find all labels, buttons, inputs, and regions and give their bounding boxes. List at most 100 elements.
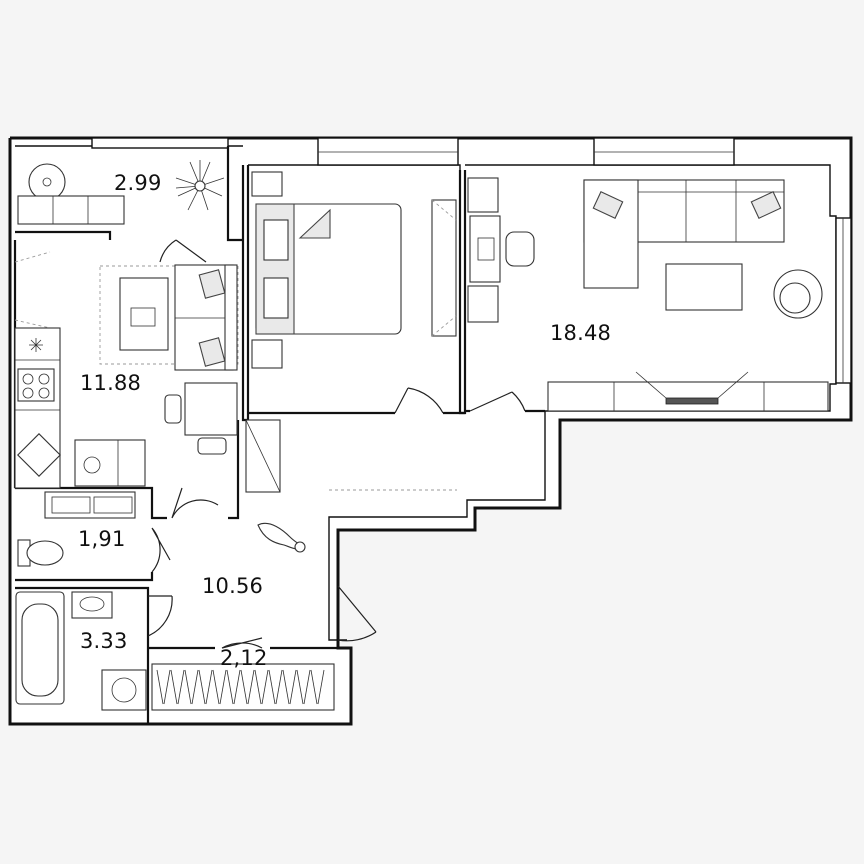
- dresser-icon: [431, 199, 457, 337]
- tv-stand-icon: [547, 381, 829, 412]
- hanger: [212, 669, 220, 705]
- sofa-back: [224, 264, 238, 371]
- plant-icon: [175, 160, 225, 211]
- bathtub-inner: [21, 603, 59, 697]
- cushion-icon: [750, 191, 782, 219]
- area-kitchen: 11.88: [80, 371, 141, 395]
- bedroom-furniture: [251, 171, 457, 369]
- hall-furniture: [245, 419, 457, 553]
- wall-kitchen-bottom-2: [228, 420, 240, 520]
- cushion-icon: [592, 191, 624, 219]
- toilet-icon: [17, 539, 64, 567]
- desk-chair-icon: [505, 231, 535, 267]
- dishwasher-icon: [83, 456, 101, 474]
- window-living-side: [835, 217, 852, 384]
- shelf-section: [51, 496, 91, 514]
- tv-view-line: [717, 371, 749, 399]
- coffee-table-icon: [665, 263, 743, 311]
- hanger: [226, 669, 234, 705]
- area-toilet: 1,91: [78, 527, 126, 551]
- area-living: 18.48: [550, 321, 611, 345]
- washing-machine-door: [111, 677, 137, 703]
- hanger: [240, 669, 248, 705]
- dining-table-icon: [184, 382, 238, 436]
- pillow-icon: [263, 277, 289, 319]
- sink-bowl: [79, 596, 105, 612]
- hanger: [310, 669, 318, 705]
- chair-icon: [164, 394, 182, 424]
- wall-kitchen-bottom: [15, 486, 167, 520]
- blanket-fold: [298, 208, 331, 239]
- toilet-furniture: [17, 491, 136, 567]
- burner: [38, 373, 50, 385]
- door-bedroom: [394, 387, 444, 414]
- desk-icon: [469, 215, 501, 283]
- hanger: [198, 669, 206, 705]
- hanger: [233, 669, 241, 705]
- hanger: [275, 669, 283, 705]
- exterior-wall: [8, 136, 853, 726]
- hanger: [205, 669, 213, 705]
- door-storage: [221, 637, 263, 649]
- hanger: [296, 669, 304, 705]
- door-balcony: [159, 239, 207, 263]
- bathroom-furniture: [15, 591, 147, 711]
- door-bathroom: [147, 595, 173, 637]
- hanger: [219, 669, 227, 705]
- dresser-guide: [431, 199, 457, 221]
- wall-bedroom-living: [458, 170, 467, 415]
- laptop-icon: [130, 307, 156, 327]
- bench-icon: [17, 195, 125, 225]
- window-living: [593, 137, 735, 166]
- armchair-icon: [773, 269, 823, 319]
- hanger: [191, 669, 199, 705]
- cushion-icon: [198, 269, 226, 299]
- kitchen-wall-guide: [14, 251, 51, 263]
- cabinet-diag: [245, 419, 281, 493]
- bookshelf-bottom-icon: [467, 285, 499, 323]
- interior-walls: [13, 146, 545, 724]
- windows: [91, 137, 852, 384]
- hanger: [289, 669, 297, 705]
- door-living: [469, 391, 526, 412]
- storage-furniture: [151, 663, 335, 711]
- kitchen-furniture: [14, 251, 239, 489]
- burner: [38, 387, 50, 399]
- area-storage: 2,12: [220, 646, 268, 670]
- hanger: [261, 669, 269, 705]
- hangers: [156, 669, 325, 705]
- hanger: [170, 669, 178, 705]
- bookshelf-top-icon: [467, 177, 499, 213]
- hanger: [303, 669, 311, 705]
- sink-icon: [17, 433, 61, 477]
- wall-balcony: [15, 230, 112, 240]
- area-balcony: 2.99: [114, 171, 162, 195]
- door-toilet: [151, 527, 171, 573]
- chair-icon: [197, 437, 227, 455]
- pillow-icon: [263, 219, 289, 261]
- area-hall: 10.56: [202, 574, 263, 598]
- fridge-icon: [29, 338, 43, 352]
- burner: [22, 373, 34, 385]
- wardrobe-top-icon: [251, 171, 283, 197]
- hanger: [247, 669, 255, 705]
- wardrobe-icon: [151, 663, 335, 711]
- hanger: [184, 669, 192, 705]
- hanger: [317, 669, 325, 705]
- doors: [147, 239, 526, 649]
- cat-icon: [257, 522, 306, 553]
- stove-icon: [17, 368, 55, 402]
- tv-icon: [665, 397, 719, 405]
- shelf-section: [93, 496, 133, 514]
- area-bathroom: 3.33: [80, 629, 128, 653]
- wardrobe-bottom-icon: [251, 339, 283, 369]
- coffee-table-icon: [119, 277, 169, 351]
- burner: [22, 387, 34, 399]
- balcony-furniture: [17, 160, 225, 225]
- tv-view-line: [635, 371, 667, 399]
- door-kitchen: [171, 487, 219, 519]
- hanger: [254, 669, 262, 705]
- washing-machine-icon: [101, 669, 147, 711]
- round-table-icon: [28, 163, 66, 201]
